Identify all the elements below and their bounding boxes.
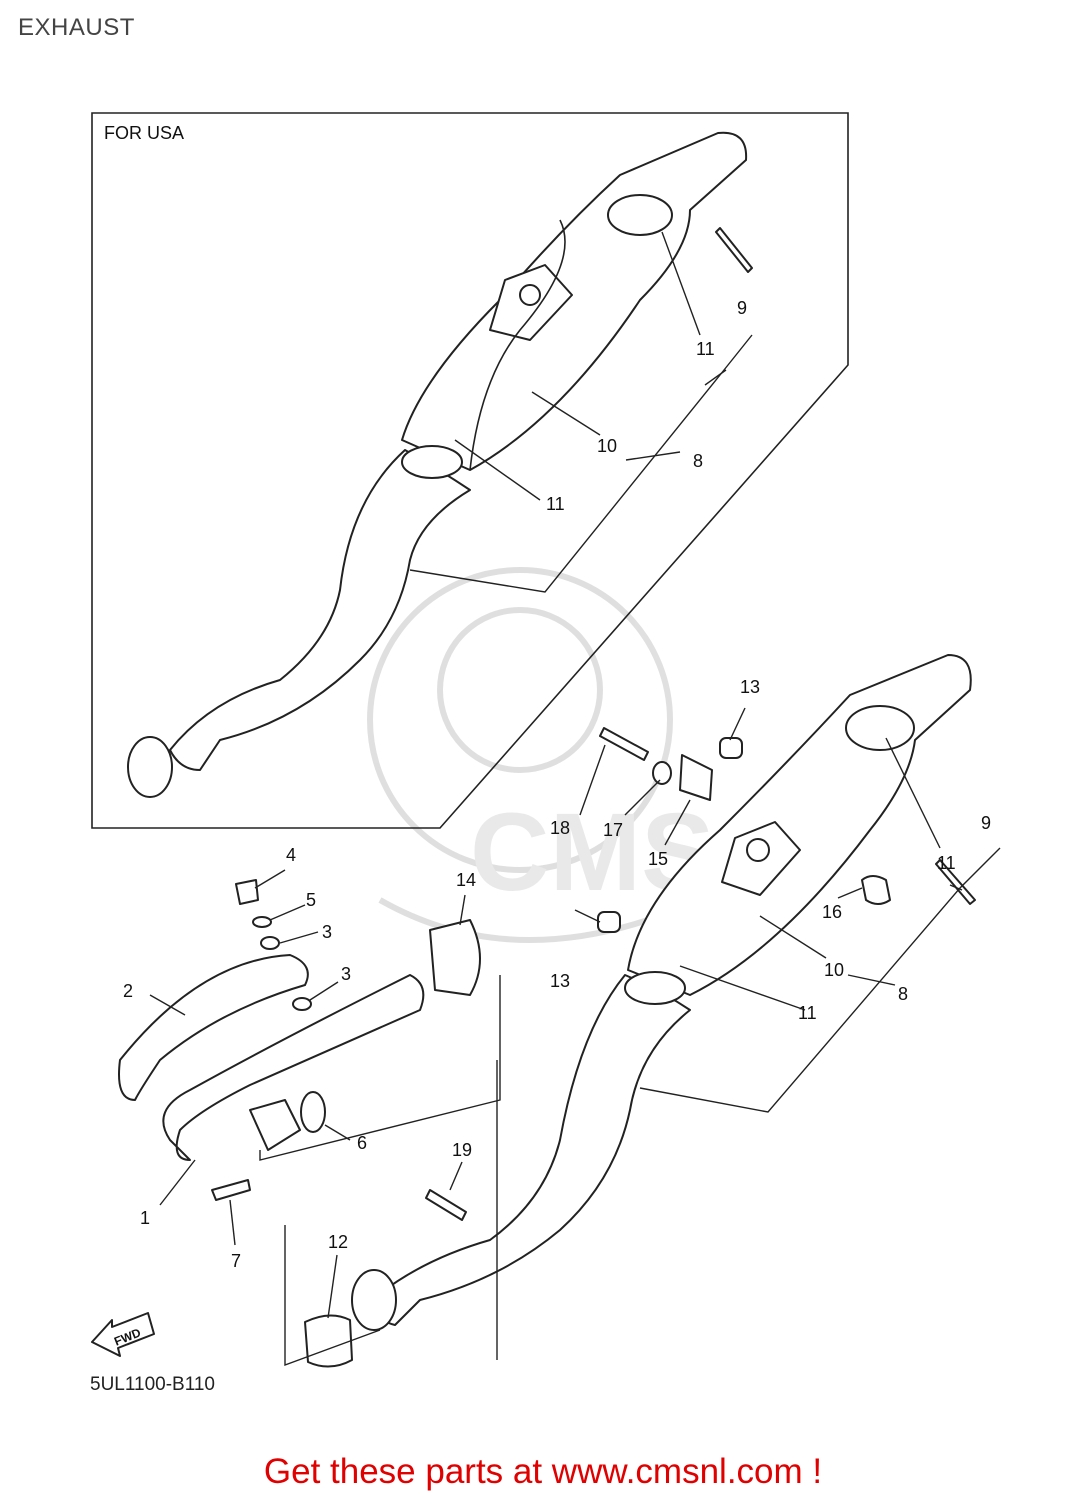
bolt-18: [599, 727, 649, 761]
washer-3-upper: [260, 936, 280, 950]
callout-15[interactable]: 15: [648, 849, 668, 869]
grommet-13-upper: [719, 737, 743, 759]
main-bolt-9: [935, 859, 976, 905]
drawing-code: 5UL1100-B110: [90, 1374, 216, 1395]
grommet-13-lower: [597, 911, 621, 933]
callout-1[interactable]: 1: [140, 1208, 150, 1228]
callout-16[interactable]: 16: [822, 902, 842, 922]
callout-8a[interactable]: 8: [693, 451, 703, 471]
callout-10b[interactable]: 10: [824, 960, 844, 980]
front-pipe-assembly: [118, 869, 501, 1368]
callout-13a[interactable]: 13: [740, 677, 760, 697]
bolt-4: [235, 879, 259, 905]
collar-15: [679, 754, 713, 801]
exhaust-diagram: CMS FOR USA: [91, 112, 1001, 1368]
callout-11b[interactable]: 11: [546, 494, 565, 514]
usa-inset: FOR USA: [91, 112, 849, 829]
front-exhaust-pipe-1: [162, 974, 425, 1161]
callout-18[interactable]: 18: [550, 818, 570, 838]
clamp-14: [429, 919, 481, 996]
callout-9a[interactable]: 9: [737, 298, 747, 318]
callout-11a[interactable]: 11: [696, 339, 715, 359]
bolt-16: [861, 875, 891, 905]
callout-2[interactable]: 2: [123, 981, 133, 1001]
usa-bolt-9: [715, 227, 753, 273]
bolt-19: [425, 1189, 467, 1221]
main-muffler-assembly: [351, 654, 1001, 1331]
callout-12[interactable]: 12: [328, 1232, 348, 1252]
cms-watermark: CMS: [367, 567, 714, 943]
callout-17[interactable]: 17: [603, 820, 623, 840]
usa-pipe-joint: [401, 445, 463, 479]
page-title: EXHAUST: [18, 14, 135, 41]
washer-3-lower: [292, 997, 312, 1011]
main-exhaust-pipe: [371, 974, 691, 1326]
cta-banner: Get these parts at www.cmsnl.com !: [0, 1452, 1086, 1492]
callout-19[interactable]: 19: [452, 1140, 472, 1160]
main-pipe-inlet: [351, 1269, 397, 1331]
callouts: 9 11 10 8 11 13 18 17 15 9 11 16 10 8 11…: [123, 298, 991, 1271]
washer-17: [652, 761, 672, 785]
callout-6[interactable]: 6: [357, 1133, 367, 1153]
callout-10a[interactable]: 10: [597, 436, 617, 456]
callout-9b[interactable]: 9: [981, 813, 991, 833]
fwd-arrow-icon: FWD: [91, 1312, 155, 1357]
callout-11d[interactable]: 11: [798, 1003, 817, 1023]
usa-exhaust-pipe: [169, 449, 471, 771]
usa-pipe-inlet: [127, 736, 173, 798]
callout-7[interactable]: 7: [231, 1251, 241, 1271]
gasket-6: [300, 1091, 326, 1133]
washer-5: [252, 916, 272, 928]
bolt-7: [211, 1179, 251, 1201]
callout-4[interactable]: 4: [286, 845, 296, 865]
callout-11c[interactable]: 11: [937, 853, 956, 873]
callout-13b[interactable]: 13: [550, 971, 570, 991]
inset-label: FOR USA: [104, 123, 184, 143]
main-muffler-outlet: [845, 705, 915, 751]
heat-protector-2: [118, 954, 309, 1101]
cta-link[interactable]: Get these parts at www.cmsnl.com !: [263, 1452, 823, 1491]
callout-14[interactable]: 14: [456, 870, 476, 890]
main-bracket-hole: [746, 838, 770, 862]
gasket-12: [304, 1314, 353, 1368]
main-pipe-joint: [624, 971, 686, 1005]
callout-8b[interactable]: 8: [898, 984, 908, 1004]
pipe-flange: [249, 1099, 301, 1151]
callout-3b[interactable]: 3: [341, 964, 351, 984]
callout-5[interactable]: 5: [306, 890, 316, 910]
usa-muffler-outlet: [607, 194, 673, 236]
usa-bracket-hole: [519, 284, 541, 306]
callout-3a[interactable]: 3: [322, 922, 332, 942]
